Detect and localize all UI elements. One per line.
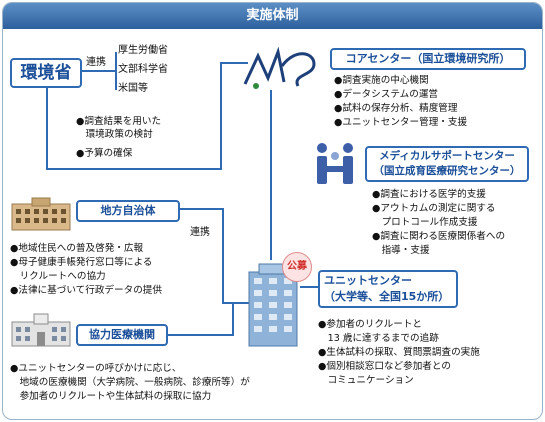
partner-2: 文部科学省: [118, 64, 168, 75]
public-recruitment-badge: 公募: [282, 252, 312, 282]
connector-ministry-down: [46, 86, 48, 170]
core-duty-3: ●試料の保存分析、精度管理: [334, 103, 458, 114]
connector-coop-vertical: [232, 302, 234, 336]
ministry-box: 環境省: [10, 58, 82, 88]
local-gov-box: 地方自治体: [76, 200, 180, 222]
connector-local-gov-horizontal: [180, 208, 224, 210]
medical-duty-5: 指導・支援: [372, 245, 430, 256]
coop-duty-1: ●ユニットセンターの呼びかけに応じ、: [10, 363, 182, 374]
cooperating-med-box: 協力医療機関: [76, 324, 168, 346]
connector-unit-to-box: [300, 286, 322, 288]
city-hall-icon: [11, 197, 71, 231]
core-duty-4: ●ユニットセンター管理・支援: [334, 117, 468, 128]
medical-duty-3: プロトコール作成支援: [372, 217, 478, 228]
ministry-link-label: 連携: [86, 57, 106, 68]
local-gov-duty-1: ●地域住民への普及啓発・広報: [10, 243, 144, 254]
local-gov-duty-2: ●母子健康手帳発行窓口等による: [10, 257, 153, 268]
medical-center-box: メディカルサポートセンター （国立成育医療研究センター）: [365, 146, 529, 182]
medical-duty-4: ●調査に関わる医療関係者への: [372, 231, 506, 242]
ministry-duty-2: 環境政策の検討: [76, 129, 153, 140]
connector-core-to-unit: [270, 90, 272, 260]
connector-ministry-bottom: [46, 168, 222, 170]
local-gov-duty-3: リクルートへの協力: [10, 271, 106, 282]
coop-duty-2: 地域の医療機関（大学病院、一般病院、診療所等）が: [10, 377, 250, 388]
diagram-title: 実施体制: [3, 3, 542, 29]
unit-duty-5: コミュニケーション: [318, 375, 414, 386]
local-gov-link-label: 連携: [190, 227, 210, 238]
ministry-duty-3: ●予算の確保: [76, 148, 133, 159]
unit-duty-1: ●参加者のリクルートと: [318, 319, 423, 330]
core-duty-2: ●データシステムの運営: [334, 89, 439, 100]
unit-center-box: ユニットセンター （大学等、全国15か所）: [318, 270, 458, 308]
ministry-duty-1: ●調査結果を用いた: [76, 116, 162, 127]
connector-ministry-partners: [82, 70, 116, 72]
medical-center-name-1: メディカルサポートセンター: [379, 150, 515, 162]
connector-partners-bracket: [115, 52, 117, 90]
partner-3: 米国等: [118, 83, 148, 94]
medical-support-icon: [317, 143, 353, 184]
medical-duty-2: ●アウトカムの測定に関する: [372, 203, 496, 214]
unit-duty-3: ●生体試料の採取、質問票調査の実施: [318, 347, 480, 358]
local-gov-duty-4: ●法律に基づいて行政データの提供: [10, 285, 162, 296]
jecs-logo-icon: [243, 46, 316, 89]
unit-center-building-icon: [248, 263, 298, 347]
connector-to-core-horizontal: [220, 62, 248, 64]
connector-local-gov-to-unit: [222, 302, 250, 304]
unit-center-name-1: ユニットセンター: [324, 274, 412, 287]
coop-duty-3: 参加者のリクルートや生体試料の採取に協力: [10, 391, 212, 402]
medical-duty-1: ●調査における医学的支援: [372, 189, 486, 200]
hospital-icon: [11, 313, 71, 347]
connector-coop-horizontal: [168, 334, 234, 336]
connector-local-gov-vertical: [222, 208, 224, 304]
partner-1: 厚生労働省: [118, 45, 168, 56]
connector-to-core-vertical: [220, 62, 222, 170]
unit-duty-2: 13 歳に達するまでの追跡: [318, 333, 439, 344]
medical-center-name-2: （国立成育医療研究センター）: [373, 165, 521, 177]
unit-center-name-2: （大学等、全国15か所）: [324, 290, 450, 303]
core-duty-1: ●調査実施の中心機関: [334, 75, 429, 86]
unit-duty-4: ●個別相談窓口など参加者との: [318, 361, 451, 372]
core-center-box: コアセンター（国立環境研究所）: [330, 48, 526, 70]
